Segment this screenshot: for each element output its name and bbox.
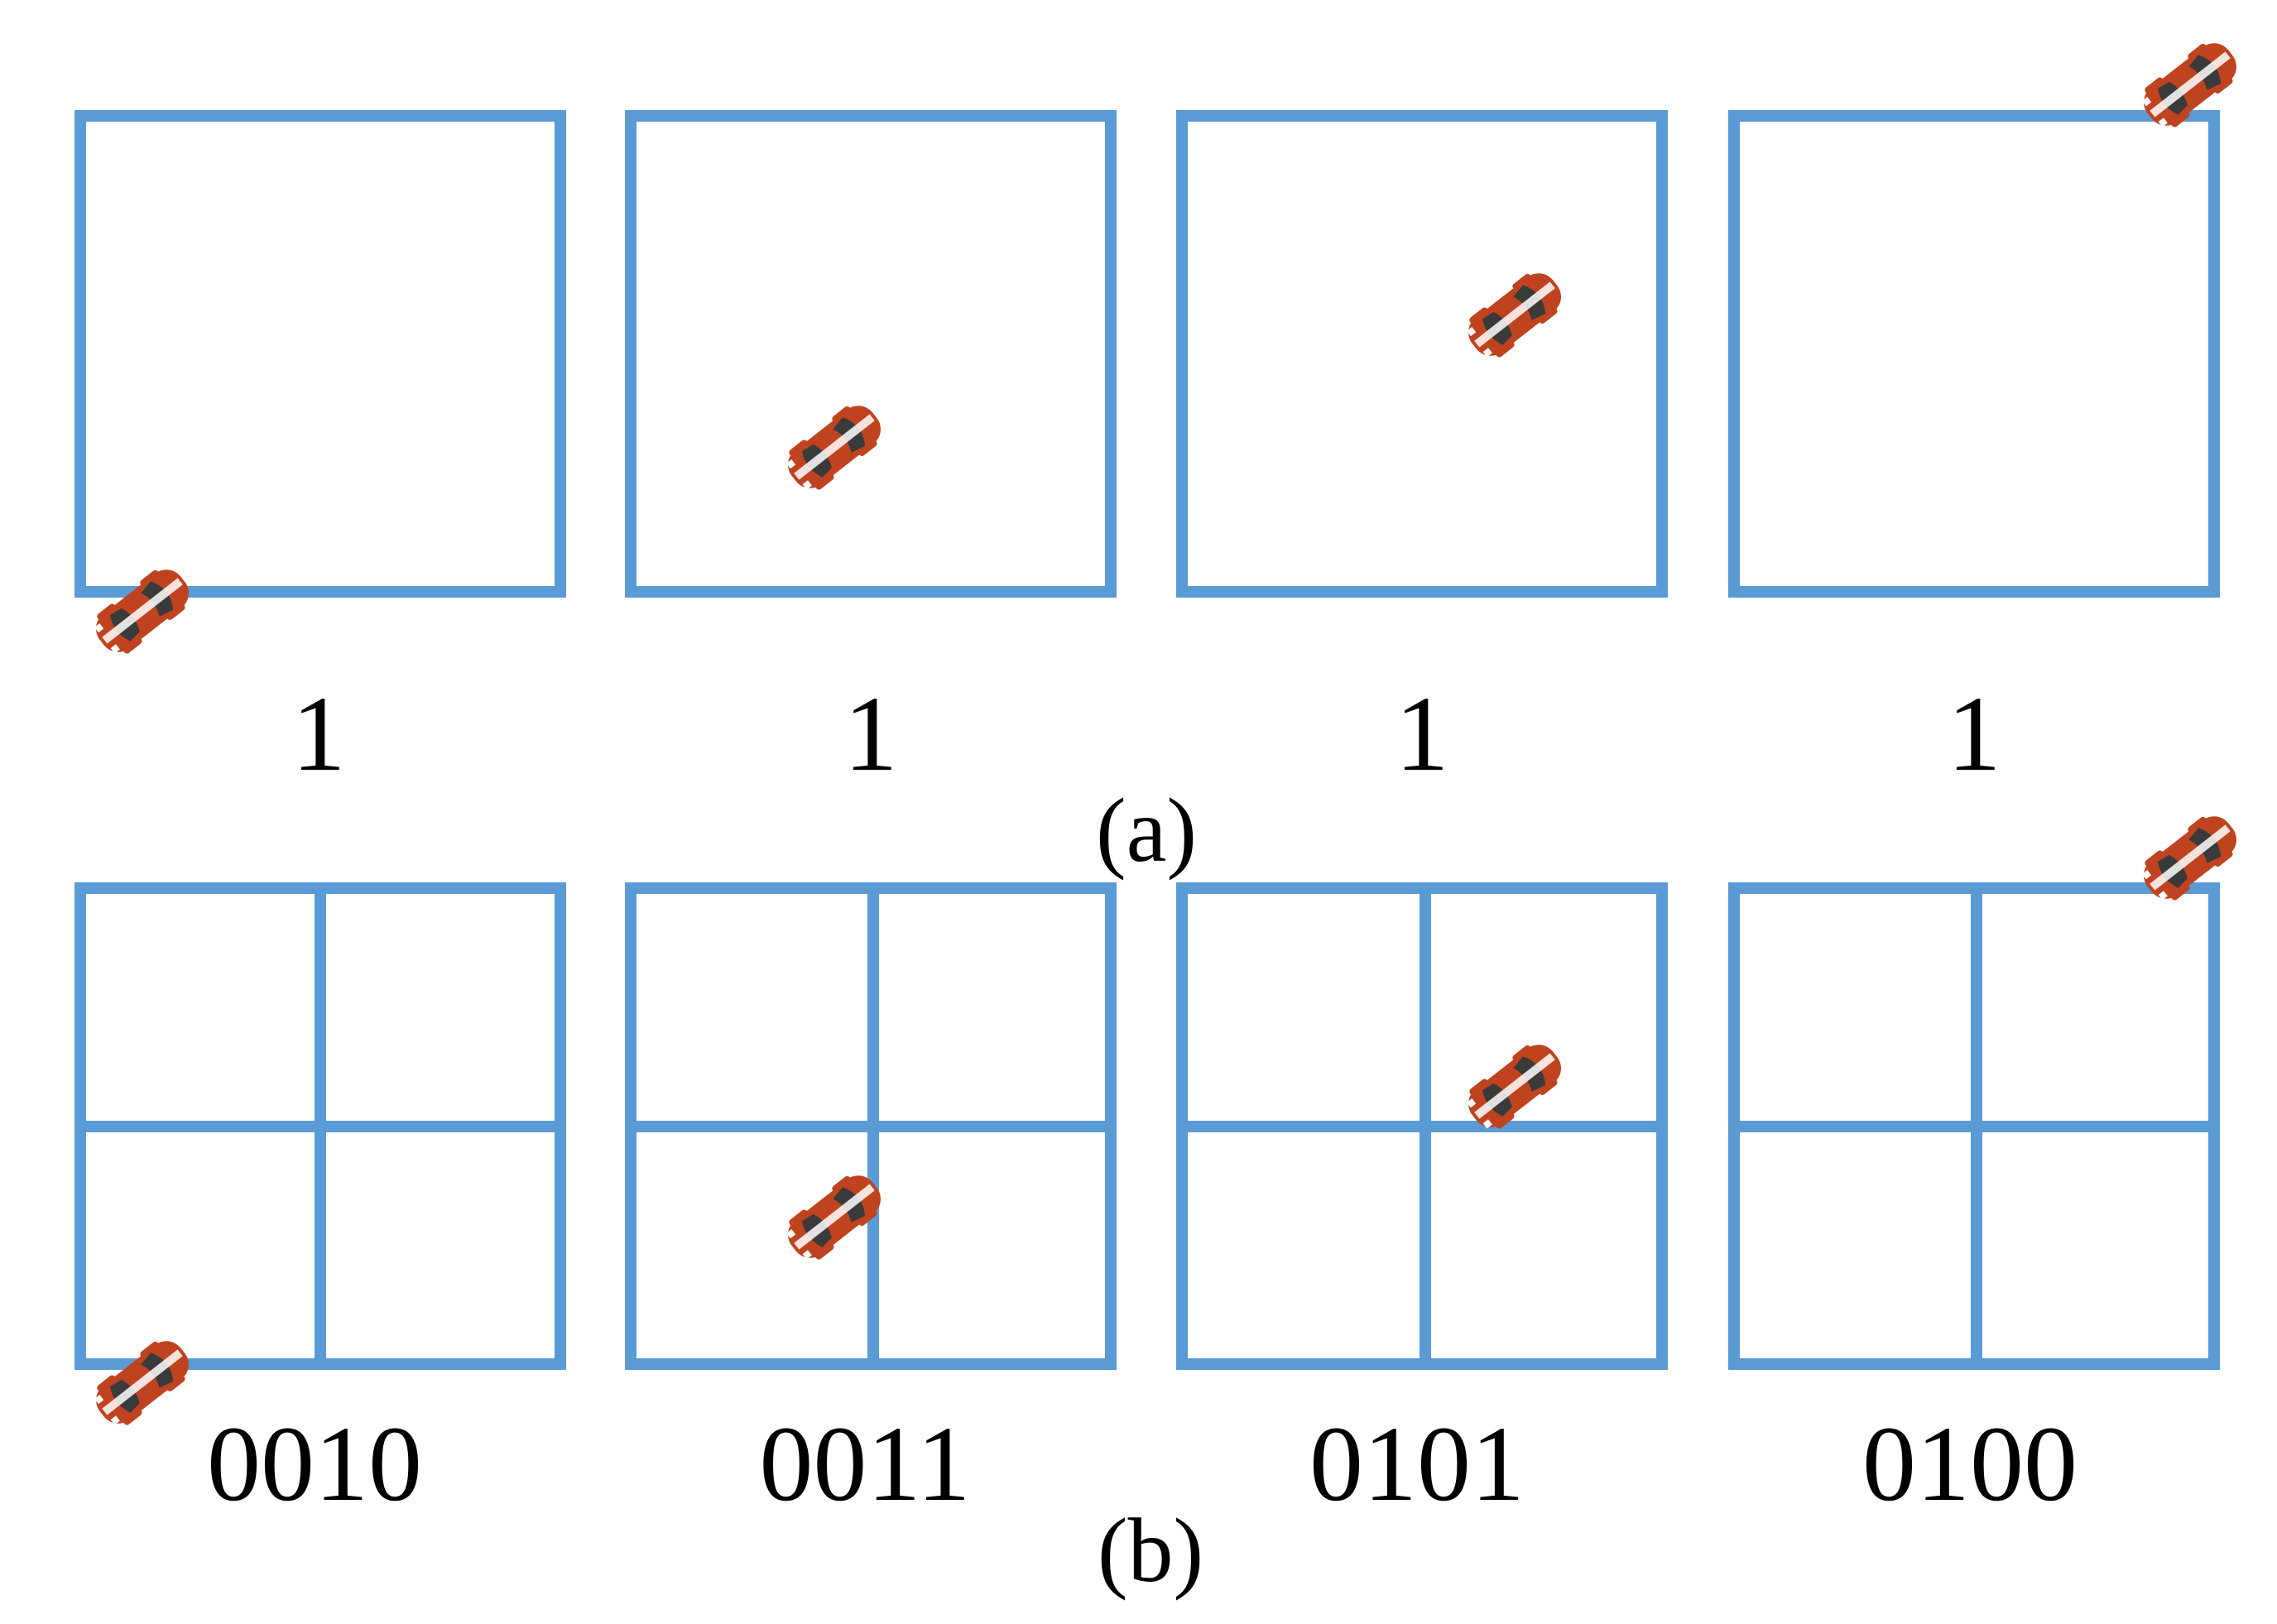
panel-a-4: 1 [1728,33,2246,794]
grid-square [1728,110,2220,598]
code-label: 1 [1396,675,1449,794]
grid-square [625,110,1117,598]
red-car-icon [1458,263,1571,366]
panel-b-4: 0100 [1728,806,2246,1524]
row-a: 1 1 1 1 (a) [74,33,2246,881]
panel-a-2: 1 [625,110,1117,794]
grid-square [74,110,566,598]
code-label: 0010 [207,1405,422,1524]
panel-b-1: 0010 [74,882,566,1524]
panel-b-2: 0011 [625,882,1117,1524]
row-b: 0010 0011 0101 0100 (b) [74,806,2246,1601]
code-label: 0100 [1862,1405,2078,1524]
panel-a-1: 1 [74,110,566,794]
code-label: 1 [292,675,346,794]
red-car-icon [86,1331,199,1434]
grid-square [1176,110,1668,598]
code-label: 1 [844,675,898,794]
red-car-icon [778,396,891,498]
caption-a: (a) [1096,780,1197,881]
panel-b-3: 0101 [1176,882,1668,1524]
caption-b: (b) [1098,1500,1203,1601]
panel-a-3: 1 [1176,110,1668,794]
red-car-icon [86,560,199,662]
code-label: 0101 [1309,1405,1525,1524]
code-label: 1 [1948,675,2001,794]
code-label: 0011 [759,1405,970,1524]
